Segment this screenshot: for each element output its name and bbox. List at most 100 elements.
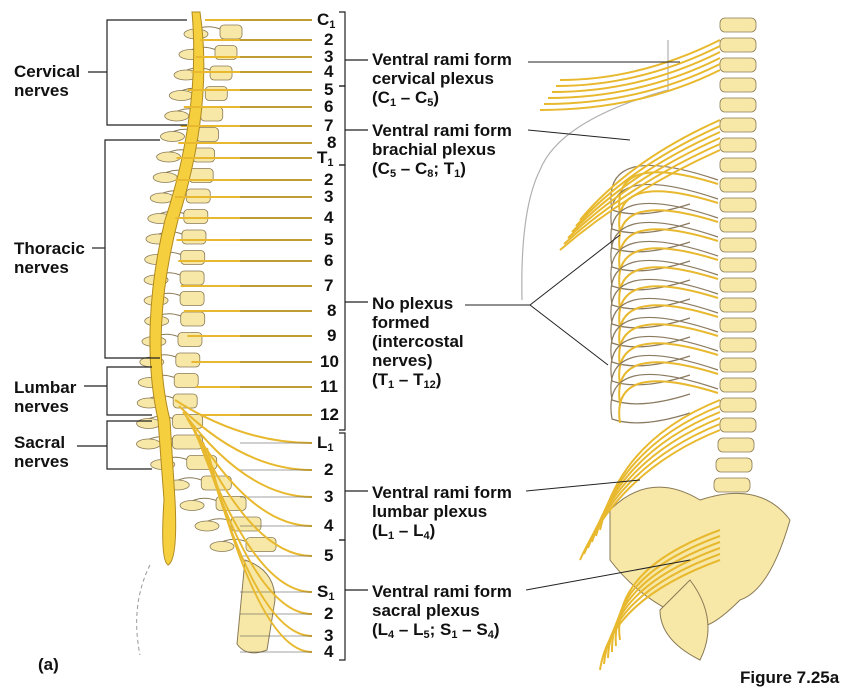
nerve-number-thoracic-5: 5 (324, 230, 334, 249)
right-vertebra (719, 277, 757, 293)
intercostal-nerve (618, 361, 719, 405)
right-vertebra (719, 117, 757, 133)
intercostal-nerve (618, 285, 719, 329)
plexus-nerve (599, 559, 721, 671)
intercostal-label: No plexus formed (intercostal nerves) (T… (372, 294, 464, 395)
rib (610, 278, 719, 329)
spinous-process-tip (209, 541, 235, 552)
nerve-number-thoracic-8: 8 (327, 301, 337, 320)
right-vertebra (719, 77, 757, 93)
vertebral-body (175, 352, 201, 368)
leader-line (525, 479, 641, 492)
vertebral-body (181, 229, 207, 245)
figure-caption: Figure 7.25a (740, 668, 840, 687)
right-vertebra (719, 357, 757, 373)
ilium (659, 579, 709, 661)
plexus-nerve (571, 131, 721, 233)
sacral-plexus-bracket (339, 539, 346, 661)
right-vertebra (719, 177, 757, 193)
spinous-process-tip (136, 438, 161, 450)
plexus-nerve (559, 39, 721, 81)
right-vertebra (719, 217, 757, 233)
spinal-cord (149, 11, 205, 566)
vertebral-body (180, 311, 206, 327)
plexus-nerve (575, 125, 721, 227)
spinous-process-tip (179, 500, 205, 511)
right-vertebra (719, 37, 757, 53)
nerve-number-cervical-6: 6 (324, 97, 334, 116)
body-outline (521, 40, 669, 301)
vertebral-body (200, 106, 224, 122)
plexus-nerve (551, 51, 721, 93)
spinous-process-tip (194, 520, 220, 532)
nerve-number-thoracic-4: 4 (324, 208, 334, 227)
plexus-nerve (607, 547, 721, 659)
intercostal-nerve (618, 247, 719, 291)
spinal-nerve (174, 399, 313, 444)
vertebral-body (172, 393, 198, 409)
right-vertebra (717, 437, 755, 453)
leader-line-upper (529, 234, 621, 306)
leader-line (525, 559, 691, 591)
vertebral-body (204, 86, 228, 101)
nerve-number-sacral-2: 2 (324, 604, 334, 623)
spinous-process-tip (164, 110, 190, 122)
rib (610, 183, 719, 234)
plexus-nerve (547, 57, 721, 99)
spinal-nerve (182, 411, 313, 498)
vertebral-body (177, 332, 203, 347)
right-vertebra (719, 317, 757, 333)
rib (610, 259, 719, 310)
nerve-number-thoracic-7: 7 (324, 276, 334, 295)
rib (610, 240, 719, 291)
intercostal-range: (T1 – T12) (372, 370, 442, 391)
intercostal-nerve (618, 190, 719, 234)
right-vertebra (719, 97, 757, 113)
intercostal-nerve (618, 171, 719, 215)
nerve-number-cervical-4: 4 (324, 62, 334, 81)
nerve-number-lumbar-5: 5 (324, 546, 334, 565)
nerve-number-sacral-1: S1 (317, 582, 335, 603)
vertebral-body (180, 250, 206, 265)
spinal-nerve-lines (174, 18, 313, 653)
region-brackets (77, 11, 368, 661)
right-vertebra (719, 417, 757, 433)
rib (610, 164, 719, 215)
rib (610, 373, 719, 424)
panel-label: (a) (38, 655, 59, 674)
right-vertebra (719, 397, 757, 413)
lumbar-bracket (106, 366, 152, 416)
spinal-nerve (202, 441, 313, 637)
right-vertebra (713, 477, 751, 493)
sacral-plexus-range: (L4 – L5; S1 – S4) (372, 620, 500, 641)
plexus-nerve (555, 45, 721, 87)
cervical-plexus-range: (C1 – C5) (372, 88, 440, 109)
thoracic-bracket (104, 139, 160, 359)
nerve-number-thoracic-11: 11 (320, 377, 338, 396)
nerve-number-cervical-7: 7 (324, 116, 334, 135)
brachial-plexus-label: Ventral rami form brachial plexus (C5 – … (372, 121, 512, 184)
rib (610, 335, 719, 386)
vertebral-body (173, 373, 199, 388)
nerve-number-thoracic-12: 12 (320, 405, 339, 424)
intercostal-nerve (618, 323, 719, 367)
leader-line (527, 129, 631, 141)
nerve-number-lumbar-4: 4 (324, 516, 334, 535)
right-vertebra (719, 337, 757, 353)
right-vertebra (719, 237, 757, 253)
spinal-nerve (206, 447, 313, 653)
nerve-number-thoracic-6: 6 (324, 251, 334, 270)
rib (610, 316, 719, 367)
sacral-bracket (106, 420, 152, 470)
spinous-process-tip (136, 418, 162, 429)
vertebral-body (179, 270, 205, 286)
nerve-number-lumbar-2: 2 (324, 460, 334, 479)
intercostal-bracket (339, 164, 346, 431)
right-vertebra (719, 297, 757, 313)
brachial-plexus-range: (C5 – C8; T1) (372, 159, 466, 180)
intercostal-nerve (618, 228, 719, 272)
right-vertebra (719, 377, 757, 393)
lumbar-plexus-range: (L1 – L4) (372, 521, 436, 542)
